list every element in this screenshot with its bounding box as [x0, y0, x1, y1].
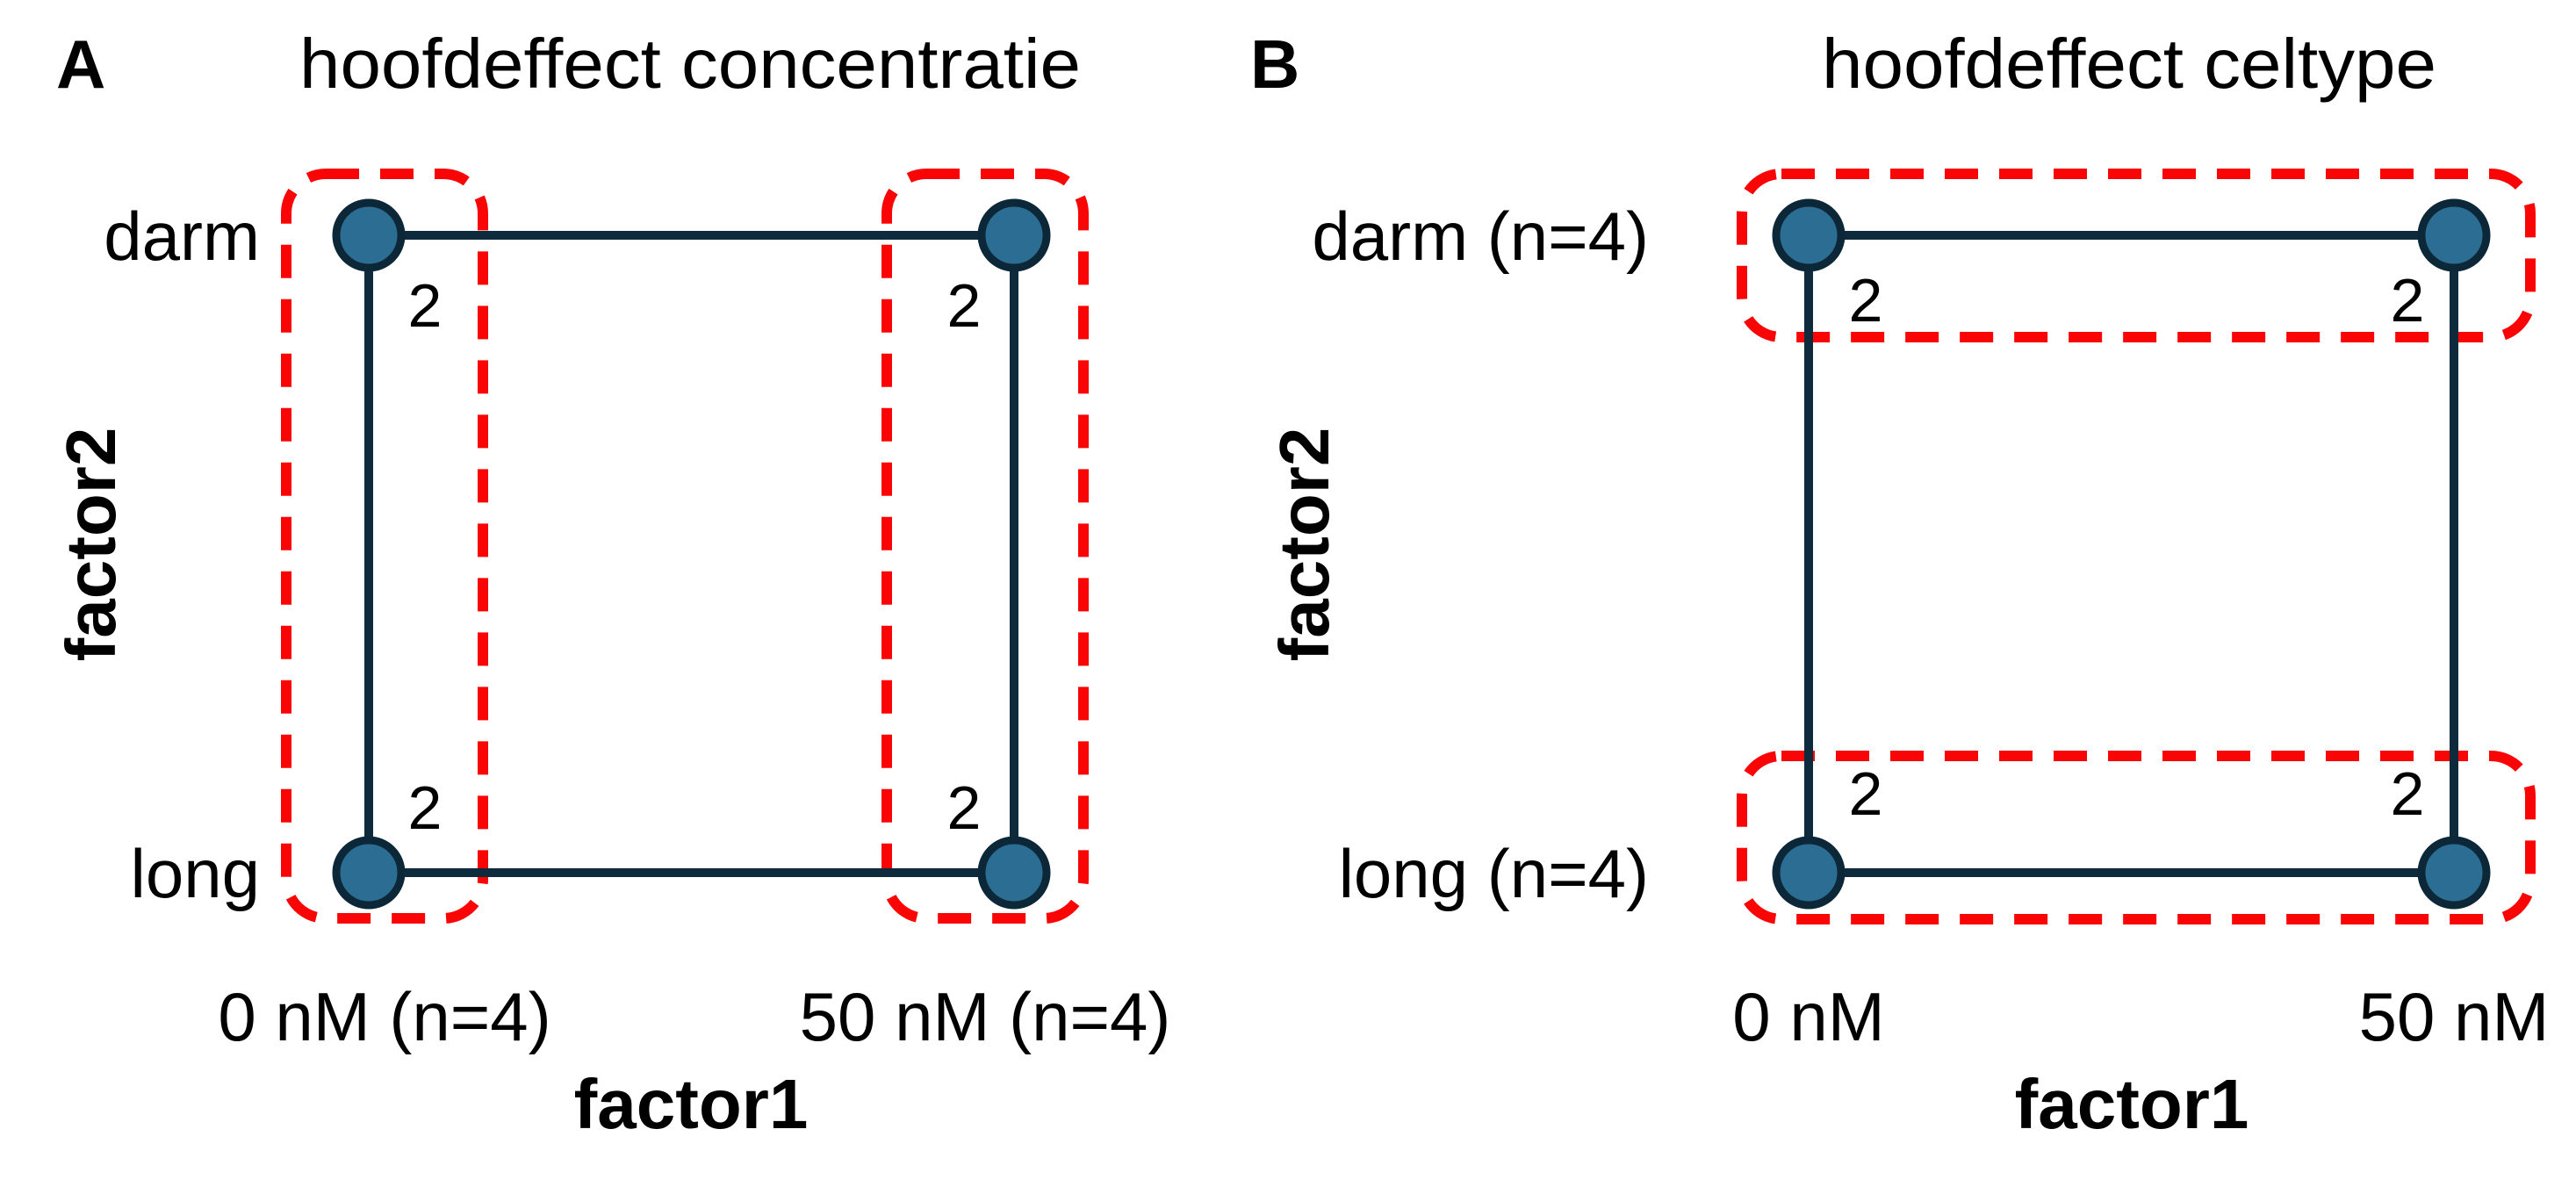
node-long-50nM [977, 836, 1051, 910]
x-axis-title: factor1 [2015, 1065, 2249, 1143]
highlight-box-row-darm [1737, 169, 2536, 342]
count-long-50nM: 2 [2391, 759, 2425, 828]
y-tick-long: long [131, 835, 260, 912]
x-tick-50nM: 50 nM [2359, 978, 2550, 1055]
node-darm-50nM [977, 198, 1051, 272]
panel-a: A hoofdeffect concentratie 2 2 2 2 darm … [52, 25, 1170, 1143]
panel-a-label: A [56, 25, 105, 103]
highlight-box-column-0nM [281, 169, 488, 924]
y-tick-darm: darm [104, 198, 260, 275]
panel-b: B hoofdeffect celtype 2 2 2 2 darm (n=4)… [1250, 25, 2549, 1143]
count-darm-50nM: 2 [2391, 266, 2425, 334]
panel-a-title: hoofdeffect concentratie [299, 25, 1081, 103]
panel-b-title: hoofdeffect celtype [1822, 25, 2436, 103]
x-tick-50nM: 50 nM (n=4) [800, 978, 1171, 1055]
count-long-50nM: 2 [947, 773, 982, 842]
count-long-0nM: 2 [408, 773, 443, 842]
highlight-box-column-50nM [881, 169, 1089, 924]
node-darm-0nM [332, 198, 406, 272]
y-axis-title: factor2 [1265, 428, 1343, 662]
x-tick-0nM: 0 nM (n=4) [218, 978, 550, 1055]
y-axis-title: factor2 [52, 428, 130, 662]
y-tick-darm: darm (n=4) [1312, 198, 1649, 275]
count-long-0nM: 2 [1849, 759, 1883, 828]
highlight-box-row-long [1737, 751, 2536, 924]
node-long-0nM [1772, 836, 1846, 910]
x-axis-title: factor1 [574, 1065, 809, 1143]
panel-b-label: B [1250, 25, 1299, 103]
node-darm-0nM [1772, 198, 1846, 272]
node-long-50nM [2417, 836, 2491, 910]
node-long-0nM [332, 836, 406, 910]
count-darm-50nM: 2 [947, 271, 982, 340]
x-tick-0nM: 0 nM [1732, 978, 1884, 1055]
count-darm-0nM: 2 [1849, 266, 1883, 334]
y-tick-long: long (n=4) [1339, 835, 1649, 912]
count-darm-0nM: 2 [408, 271, 443, 340]
node-darm-50nM [2417, 198, 2491, 272]
